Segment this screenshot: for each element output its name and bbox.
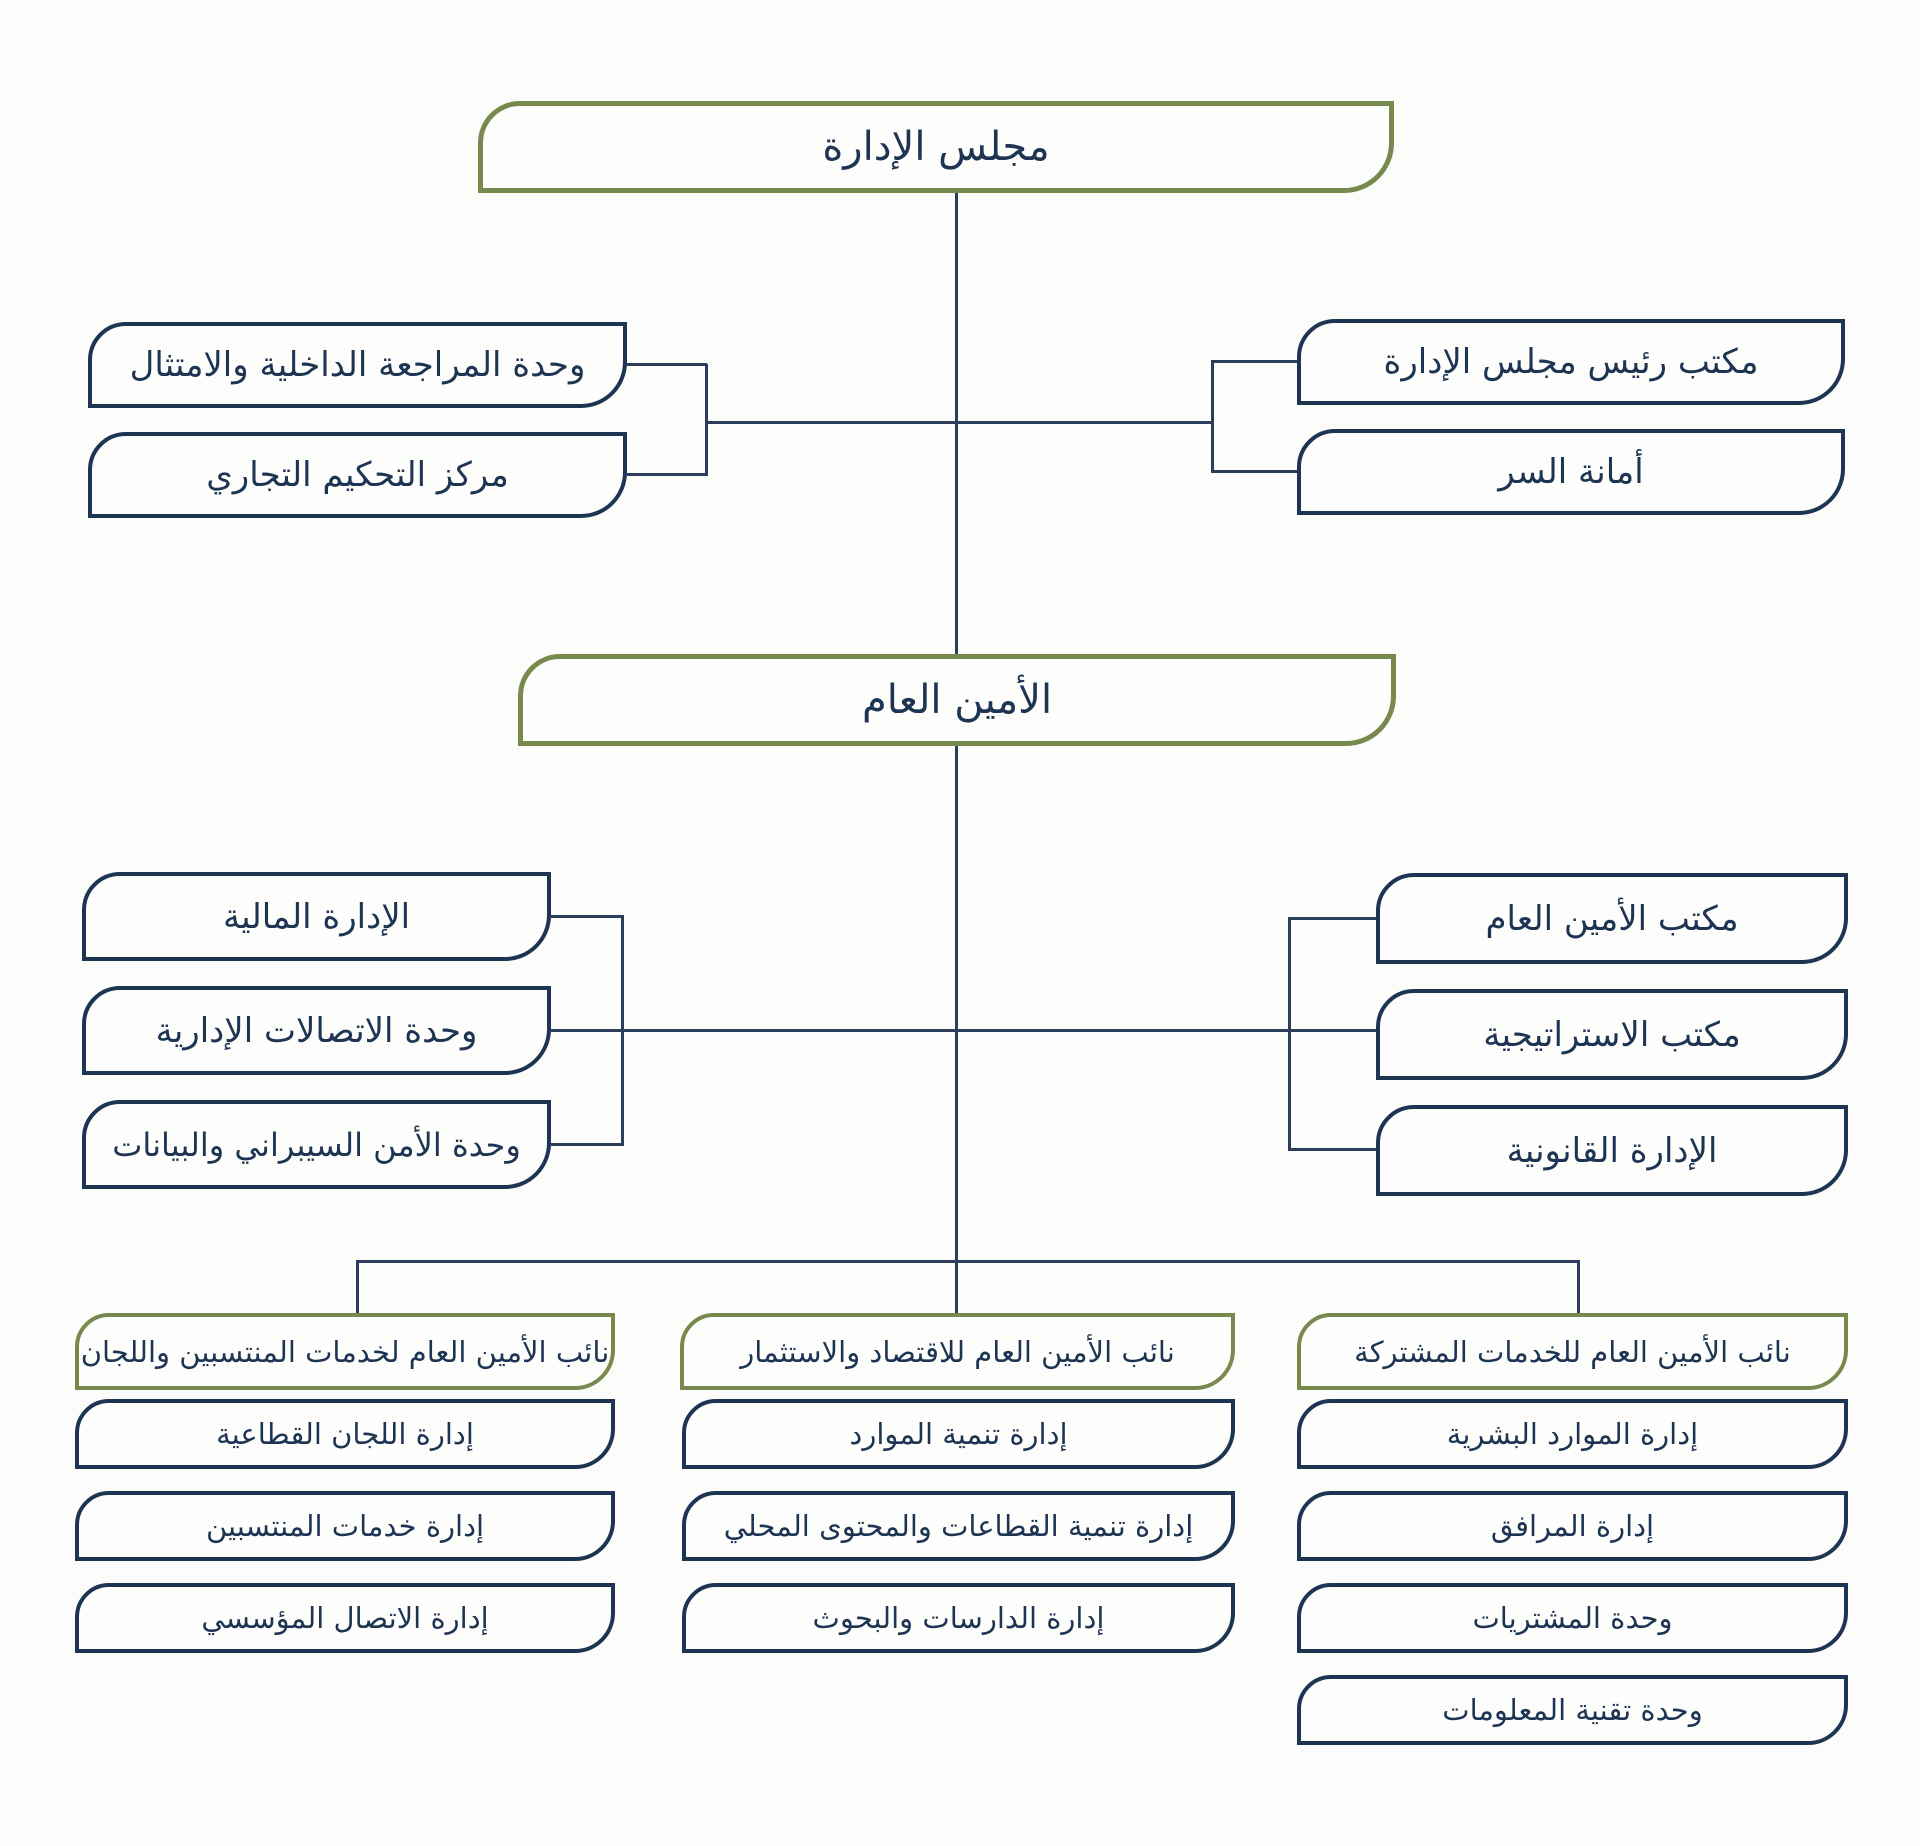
node-legal-department-label: الإدارة القانونية [1506, 1130, 1718, 1171]
node-cybersecurity-data-unit-label: وحدة الأمن السيبراني والبيانات [112, 1125, 521, 1164]
connector-stub-sg-office [1291, 917, 1376, 920]
node-human-resources-dept-label: إدارة الموارد البشرية [1446, 1417, 1699, 1451]
node-chairman-office: مكتب رئيس مجلس الإدارة [1297, 319, 1845, 405]
node-procurement-unit-label: وحدة المشتريات [1472, 1601, 1673, 1635]
node-deputy-economy-investment-label: نائب الأمين العام للاقتصاد والاستثمار [740, 1334, 1175, 1369]
connector-stub-secretariat [1214, 470, 1297, 473]
node-strategy-office-label: مكتب الاستراتيجية [1483, 1014, 1741, 1055]
node-secretary-general: الأمين العام [518, 654, 1396, 746]
node-it-unit: وحدة تقنية المعلومات [1297, 1675, 1848, 1745]
connector-stub-legal [1291, 1148, 1376, 1151]
node-member-services-dept-label: إدارة خدمات المنتسبين [205, 1509, 485, 1543]
node-administrative-communications-unit: وحدة الاتصالات الإدارية [82, 986, 551, 1075]
connector-board-left-bracket [705, 364, 708, 476]
node-secretary-general-label: الأمين العام [861, 677, 1053, 723]
connector-sg-staff-line [551, 1029, 1376, 1032]
node-human-resources-dept: إدارة الموارد البشرية [1297, 1399, 1848, 1469]
connector-drop-deputy-shared [1577, 1260, 1580, 1313]
node-internal-audit-compliance-unit: وحدة المراجعة الداخلية والامتثال [88, 322, 627, 408]
node-internal-audit-compliance-unit-label: وحدة المراجعة الداخلية والامتثال [129, 345, 586, 385]
node-deputy-economy-investment: نائب الأمين العام للاقتصاد والاستثمار [680, 1313, 1235, 1390]
connector-stub-chairman-office [1214, 360, 1297, 363]
connector-sg-left-bracket [621, 915, 624, 1146]
node-studies-research-dept-label: إدارة الدارسات والبحوث [812, 1601, 1105, 1635]
node-commercial-arbitration-center: مركز التحكيم التجاري [88, 432, 627, 518]
node-deputy-members-committees: نائب الأمين العام لخدمات المنتسبين واللج… [75, 1313, 615, 1390]
connector-board-right-bracket [1211, 360, 1214, 473]
node-sectors-local-content-dept-label: إدارة تنمية القطاعات والمحتوى المحلي [723, 1509, 1194, 1543]
node-board-of-directors-label: مجلس الإدارة [822, 124, 1050, 170]
node-facilities-dept: إدارة المرافق [1297, 1491, 1848, 1561]
node-corporate-communication-dept: إدارة الاتصال المؤسسي [75, 1583, 615, 1653]
node-chairman-office-label: مكتب رئيس مجلس الإدارة [1383, 342, 1759, 382]
node-cybersecurity-data-unit: وحدة الأمن السيبراني والبيانات [82, 1100, 551, 1189]
node-legal-department: الإدارة القانونية [1376, 1105, 1848, 1196]
node-sg-office: مكتب الأمين العام [1376, 873, 1848, 964]
connector-stub-finance [551, 915, 621, 918]
node-financial-department: الإدارة المالية [82, 872, 551, 961]
node-resource-development-dept: إدارة تنمية الموارد [682, 1399, 1235, 1469]
node-it-unit-label: وحدة تقنية المعلومات [1442, 1693, 1703, 1727]
node-deputy-shared-services-label: نائب الأمين العام للخدمات المشتركة [1354, 1334, 1791, 1369]
node-corporate-communication-dept-label: إدارة الاتصال المؤسسي [201, 1601, 489, 1635]
connector-board-staff-line [707, 421, 1213, 424]
connector-sg-right-bracket [1288, 917, 1291, 1151]
node-sectors-local-content-dept: إدارة تنمية القطاعات والمحتوى المحلي [682, 1491, 1235, 1561]
node-sectoral-committees-dept: إدارة اللجان القطاعية [75, 1399, 615, 1469]
connector-deputies-line [357, 1260, 1579, 1263]
node-financial-department-label: الإدارة المالية [222, 896, 411, 937]
node-facilities-dept-label: إدارة المرافق [1490, 1509, 1655, 1543]
node-strategy-office: مكتب الاستراتيجية [1376, 989, 1848, 1080]
connector-stub-audit [627, 363, 707, 366]
connector-stub-arbitration [627, 473, 707, 476]
node-secretariat: أمانة السر [1297, 429, 1845, 515]
connector-drop-deputy-members [356, 1260, 359, 1313]
node-administrative-communications-unit-label: وحدة الاتصالات الإدارية [155, 1010, 478, 1051]
node-procurement-unit: وحدة المشتريات [1297, 1583, 1848, 1653]
node-member-services-dept: إدارة خدمات المنتسبين [75, 1491, 615, 1561]
node-deputy-shared-services: نائب الأمين العام للخدمات المشتركة [1297, 1313, 1848, 1390]
node-deputy-members-committees-label: نائب الأمين العام لخدمات المنتسبين واللج… [80, 1334, 610, 1369]
node-resource-development-dept-label: إدارة تنمية الموارد [849, 1417, 1068, 1451]
node-secretariat-label: أمانة السر [1498, 452, 1644, 492]
connector-stub-cyber [551, 1143, 621, 1146]
node-commercial-arbitration-center-label: مركز التحكيم التجاري [206, 455, 509, 495]
node-sectoral-committees-dept-label: إدارة اللجان القطاعية [216, 1417, 474, 1451]
node-board-of-directors: مجلس الإدارة [478, 101, 1394, 193]
node-studies-research-dept: إدارة الدارسات والبحوث [682, 1583, 1235, 1653]
node-sg-office-label: مكتب الأمين العام [1485, 898, 1739, 939]
